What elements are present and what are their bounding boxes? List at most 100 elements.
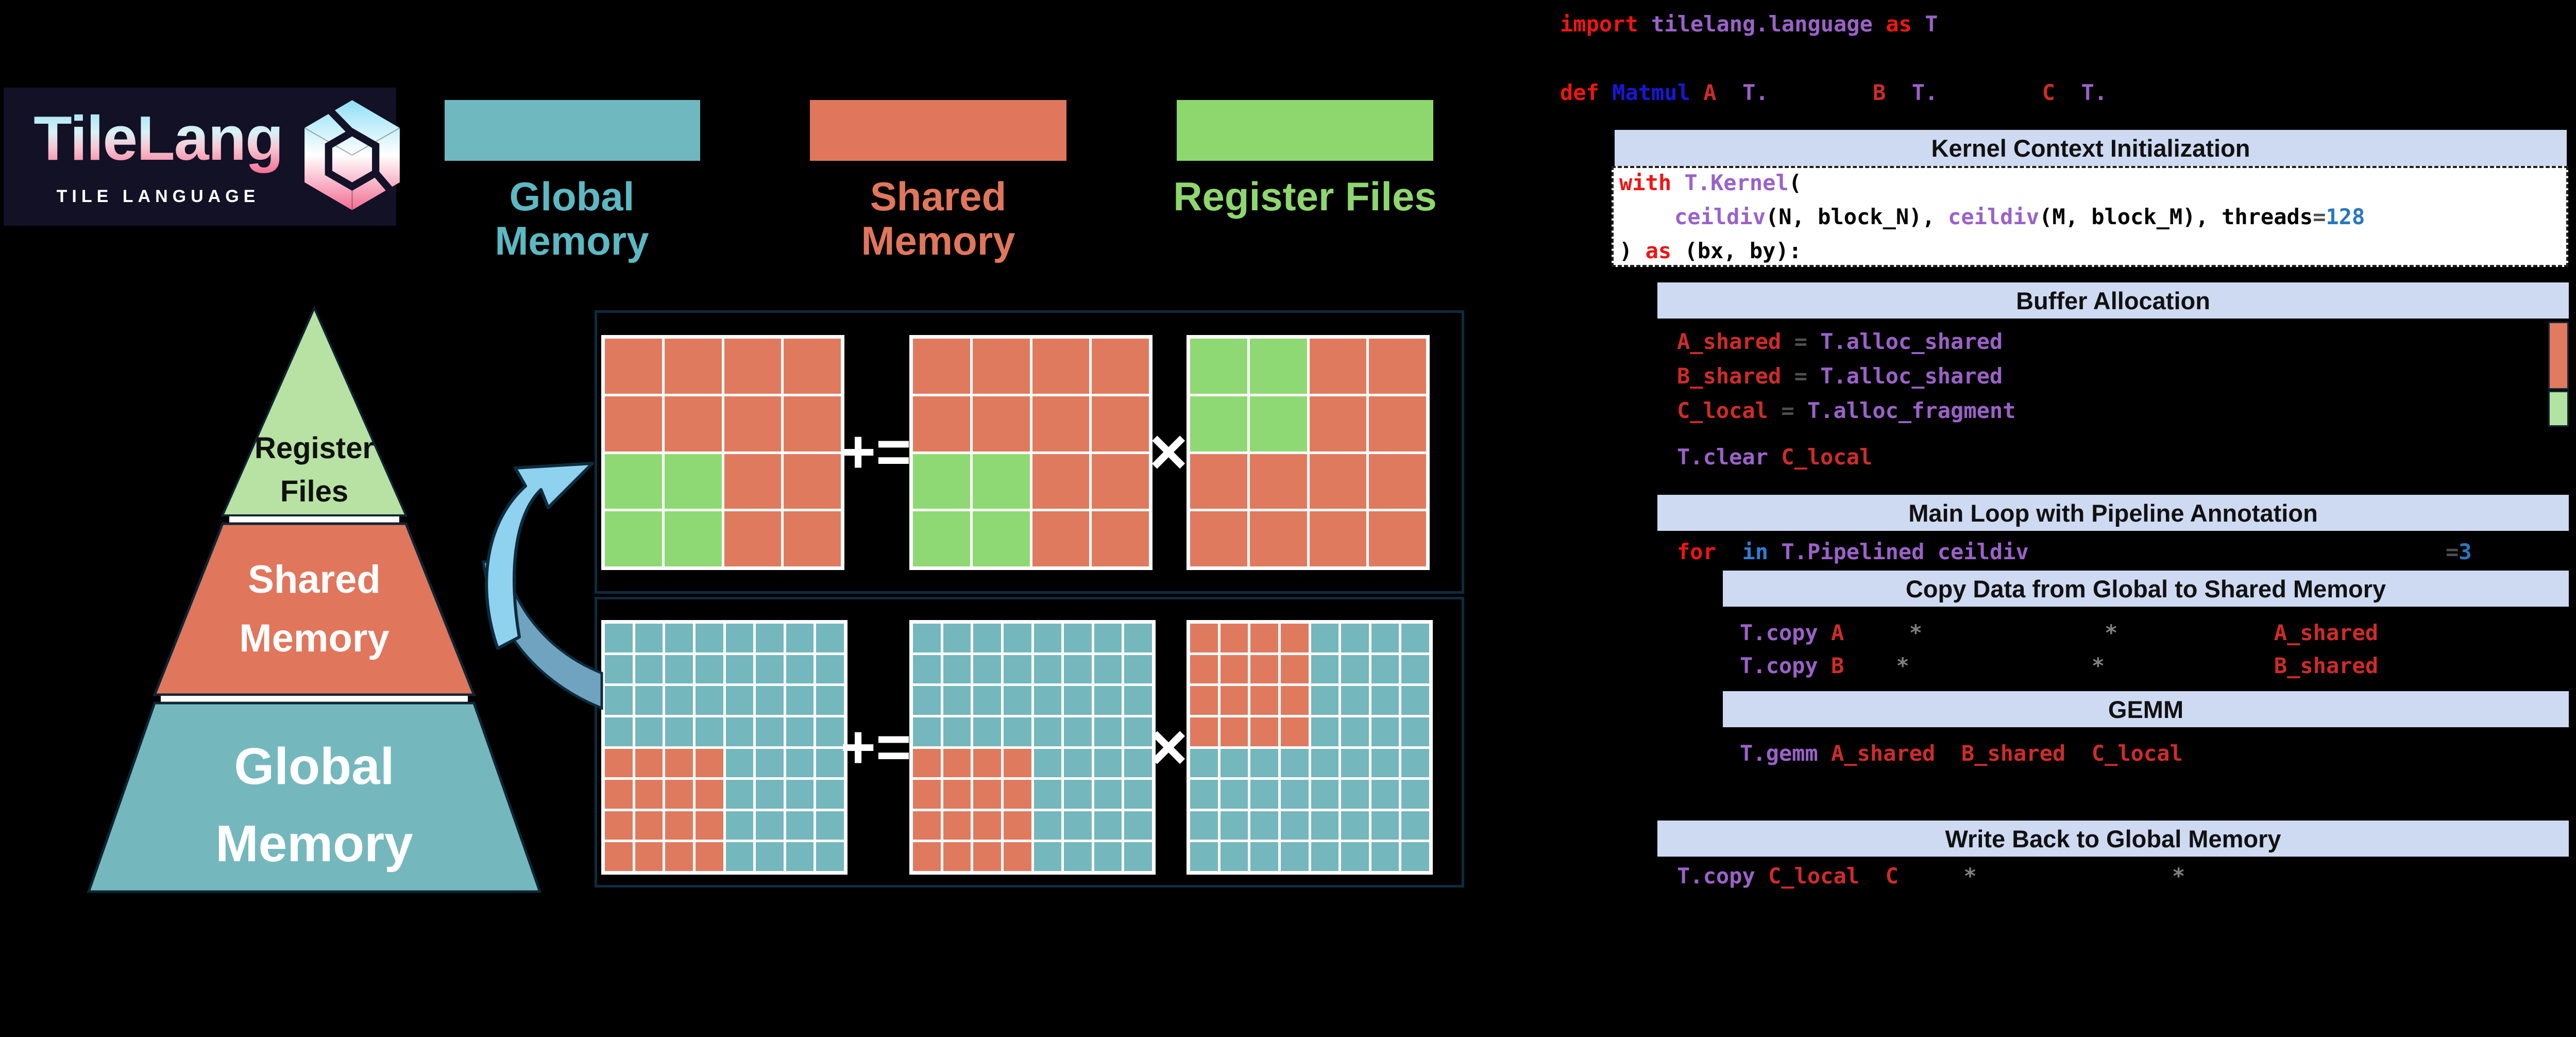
code-token: with (1619, 170, 1685, 195)
tile-cell (635, 748, 663, 778)
tile-cell (1003, 717, 1031, 746)
tile-cell (973, 624, 1001, 653)
tile-cell (1280, 717, 1309, 746)
tile-cell (1280, 686, 1309, 715)
gemm-line: T.gemm A_shared B_shared C_local (1740, 743, 2183, 764)
code-token: B_shared (1961, 741, 2066, 766)
tile-cell (664, 396, 722, 451)
tile-cell (1280, 624, 1309, 653)
tile-cell (913, 686, 941, 715)
tile-cell (635, 811, 663, 840)
tile-cell (1190, 811, 1218, 840)
tile-cell (724, 396, 782, 451)
tile-cell (664, 339, 722, 394)
tile-cell (1064, 811, 1092, 840)
tile-cell (1094, 624, 1122, 653)
tile-cell (1249, 511, 1307, 566)
code-token: as (1645, 238, 1672, 263)
section-banner-copy-data: Copy Data from Global to Shared Memory (1723, 571, 2569, 607)
tile-cell (1401, 686, 1429, 715)
tile-cell (1003, 748, 1031, 778)
tile-cell (1250, 655, 1278, 684)
tile-cell (786, 842, 814, 871)
tile-cell (972, 454, 1030, 509)
tile-cell (665, 748, 693, 778)
code-token (1769, 80, 1873, 105)
tile-cell (786, 748, 814, 778)
tile-cell (1311, 780, 1339, 809)
tile-cell (1190, 717, 1218, 746)
tile-cell (1280, 780, 1309, 809)
code-token (1844, 653, 1896, 678)
tile-cell (786, 624, 814, 653)
kernel-context-box (1612, 166, 2568, 267)
code-token: T. (2081, 80, 2108, 105)
code-token: T.alloc_shared (1820, 363, 2003, 389)
legend-label-register: Register Files (1173, 174, 1437, 219)
code-token: T.clear (1677, 444, 1782, 470)
tile-cell (1250, 686, 1278, 715)
pyramid-separator-1 (229, 516, 399, 523)
tile-cell (973, 748, 1001, 778)
code-token (1909, 653, 2092, 678)
tile-cell (1094, 686, 1122, 715)
section-banner-buffer-allocation: Buffer Allocation (1657, 282, 2569, 319)
tile-cell (1190, 748, 1218, 778)
tile-cell (1371, 748, 1399, 778)
tile-cell (913, 396, 970, 451)
code-token: ) (1619, 238, 1646, 263)
tile-cell (665, 624, 693, 653)
tile-cell (1371, 842, 1399, 871)
tile-cell (973, 686, 1001, 715)
code-token (1859, 863, 1886, 889)
tile-cell (1341, 811, 1369, 840)
tile-cell (1033, 655, 1062, 684)
tile-cell (1094, 842, 1122, 871)
tile-cell (1341, 717, 1369, 746)
code-token: * (1963, 863, 1977, 889)
code-token: = (1781, 398, 1794, 423)
tile-cell (1124, 842, 1152, 871)
top-tile-grid-1 (601, 335, 844, 570)
code-token: import (1560, 11, 1652, 37)
code-token: 3 (2459, 539, 2472, 564)
code-token: * (1896, 653, 1909, 678)
tile-cell (1311, 686, 1339, 715)
tile-cell (1124, 811, 1152, 840)
tile-cell (1341, 842, 1369, 871)
tile-cell (1003, 686, 1031, 715)
tile-cell (1250, 842, 1278, 871)
fragment-alloc-marker (2548, 391, 2569, 427)
tile-cell (816, 686, 844, 715)
tile-cell (725, 748, 754, 778)
tile-cell (1094, 655, 1122, 684)
code-token: ceildiv (1674, 204, 1766, 229)
tile-cell (1371, 624, 1399, 653)
tile-cell (1311, 842, 1339, 871)
code-token: B (1872, 80, 1886, 105)
tile-cell (635, 717, 663, 746)
code-token: * (2091, 653, 2105, 678)
tile-cell (1250, 811, 1278, 840)
logo-subtitle: TILE LANGUAGE (56, 187, 260, 206)
tile-cell (605, 396, 662, 451)
tile-cell (972, 339, 1030, 394)
tile-cell (1032, 339, 1090, 394)
tile-cell (784, 454, 841, 509)
tile-cell (1124, 655, 1152, 684)
tile-cell (1309, 511, 1367, 566)
pyramid-register-level (221, 306, 408, 516)
tile-cell (1124, 748, 1152, 778)
code-token: def (1560, 80, 1613, 105)
tile-cell (695, 748, 723, 778)
tile-cell (1124, 624, 1152, 653)
code-token: C_local (1677, 398, 1769, 423)
tile-cell (724, 454, 782, 509)
tile-cell (1033, 717, 1062, 746)
tile-cell (913, 624, 941, 653)
top-tile-grid-3 (1187, 335, 1430, 570)
tile-cell (1309, 454, 1367, 509)
tile-cell (605, 717, 633, 746)
copy-c-line: T.copy C_local C * * (1677, 865, 2185, 887)
